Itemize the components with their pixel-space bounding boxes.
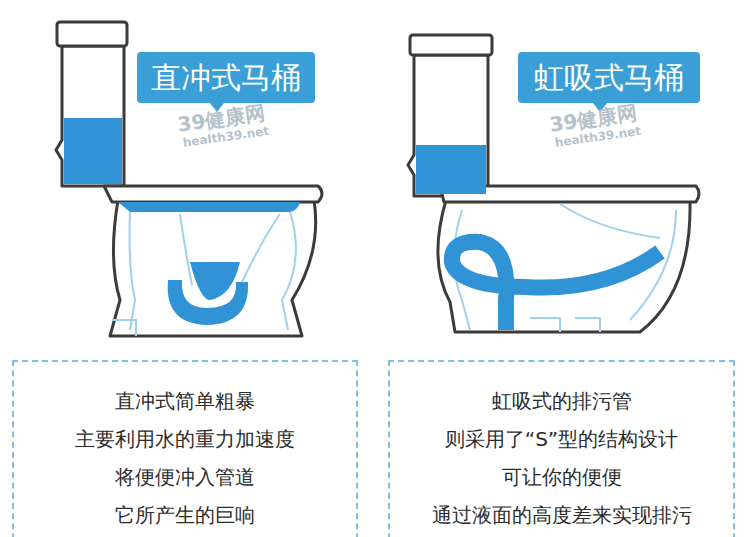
s-trap-water xyxy=(452,242,660,330)
bowl-body xyxy=(110,200,316,336)
inner-contour xyxy=(282,212,296,330)
type-tag: 虹吸式马桶 xyxy=(518,52,700,103)
description-box: 虹吸式的排污管 则采用了“S”型的结构设计 可让你的便便 通过液面的高度差来实现… xyxy=(388,360,735,537)
bowl-water xyxy=(190,262,240,300)
tank-lid xyxy=(410,35,492,55)
bowl-body xyxy=(438,200,690,332)
tag-text: 直冲式马桶 xyxy=(151,60,301,96)
tag-text: 虹吸式马桶 xyxy=(534,60,684,96)
base-detail xyxy=(112,320,136,336)
type-tag: 直冲式马桶 xyxy=(137,52,315,103)
tank xyxy=(56,46,124,186)
bowl-rim xyxy=(104,186,322,202)
tank xyxy=(408,55,488,196)
description-text: 虹吸式的排污管 则采用了“S”型的结构设计 可让你的便便 通过液面的高度差来实现… xyxy=(424,382,699,534)
tank-water xyxy=(64,118,122,184)
bowl-wall xyxy=(180,214,192,285)
tank-water xyxy=(416,145,486,194)
bowl-wall xyxy=(242,214,280,282)
description-box: 直冲式简单粗暴 主要利用水的重力加速度 将便便冲入管道 它所产生的巨响 xyxy=(12,360,358,537)
base-detail xyxy=(530,318,600,332)
inner-contour xyxy=(130,212,135,330)
bowl-wall xyxy=(560,204,660,238)
rim-water xyxy=(118,202,300,212)
tank-lid xyxy=(57,22,127,46)
description-text: 直冲式简单粗暴 主要利用水的重力加速度 将便便冲入管道 它所产生的巨响 xyxy=(48,382,323,534)
